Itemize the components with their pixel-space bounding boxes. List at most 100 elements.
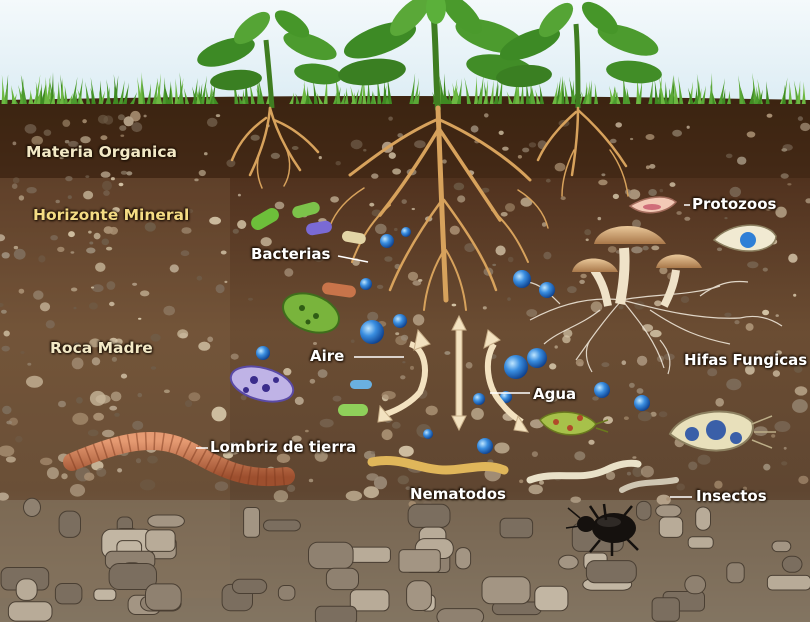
pebble bbox=[121, 374, 127, 379]
rock bbox=[456, 548, 471, 569]
rock bbox=[767, 575, 810, 590]
pebble bbox=[792, 399, 808, 413]
pebble bbox=[574, 451, 585, 460]
pebble bbox=[681, 296, 689, 303]
pebble bbox=[95, 263, 105, 272]
pebble bbox=[384, 256, 392, 262]
pebble bbox=[132, 421, 143, 430]
rock bbox=[24, 498, 41, 516]
pebble bbox=[194, 179, 198, 182]
pebble bbox=[659, 411, 668, 417]
pebble bbox=[84, 473, 94, 481]
pebble bbox=[185, 400, 192, 407]
pebble bbox=[413, 314, 424, 325]
pebble bbox=[2, 346, 10, 352]
water-drop bbox=[634, 395, 650, 411]
pebble bbox=[624, 416, 629, 420]
pebble bbox=[543, 252, 551, 260]
pebble bbox=[251, 135, 260, 141]
rock bbox=[482, 577, 530, 604]
pebble bbox=[450, 226, 460, 235]
pebble bbox=[426, 406, 438, 416]
pebble bbox=[412, 208, 415, 210]
pebble bbox=[88, 231, 92, 234]
pebble bbox=[392, 168, 401, 174]
pebble bbox=[561, 196, 566, 200]
pebble bbox=[181, 250, 190, 256]
pebble bbox=[89, 302, 98, 309]
rock bbox=[309, 542, 354, 568]
pebble bbox=[94, 233, 101, 240]
pebble bbox=[494, 443, 509, 454]
pebble bbox=[369, 203, 374, 207]
pebble bbox=[102, 239, 110, 246]
pebble bbox=[90, 391, 106, 406]
pebble bbox=[402, 361, 405, 363]
pebble bbox=[508, 257, 514, 263]
pebble bbox=[1, 310, 7, 314]
rock bbox=[656, 505, 681, 517]
pebble bbox=[579, 280, 585, 284]
pebble bbox=[181, 227, 191, 234]
pebble bbox=[73, 307, 76, 310]
pebble bbox=[13, 142, 17, 146]
pebble bbox=[305, 430, 309, 433]
pebble bbox=[567, 286, 577, 293]
pebble bbox=[592, 396, 599, 400]
pebble bbox=[140, 479, 155, 490]
pebble bbox=[672, 130, 682, 137]
pebble bbox=[292, 146, 299, 150]
pebble bbox=[140, 290, 149, 296]
pebble bbox=[591, 301, 603, 312]
pebble bbox=[50, 235, 58, 240]
pebble bbox=[666, 497, 670, 500]
pebble bbox=[555, 163, 566, 172]
pebble bbox=[197, 276, 203, 281]
pebble bbox=[496, 246, 506, 256]
pebble bbox=[507, 297, 511, 301]
pebble bbox=[366, 473, 378, 481]
pebble bbox=[410, 366, 414, 370]
pebble bbox=[3, 331, 9, 337]
pebble bbox=[40, 302, 50, 311]
pebble bbox=[25, 124, 37, 134]
pebble bbox=[793, 294, 796, 297]
water-drop bbox=[477, 438, 493, 454]
pebble bbox=[237, 220, 246, 229]
pebble bbox=[637, 356, 647, 366]
insectos-label: Insectos bbox=[696, 487, 767, 505]
pebble bbox=[103, 190, 110, 196]
pebble bbox=[136, 458, 141, 463]
pebble bbox=[112, 357, 117, 362]
pebble bbox=[189, 392, 201, 401]
pebble bbox=[781, 461, 787, 465]
pebble bbox=[737, 157, 746, 165]
water-drop bbox=[539, 282, 555, 298]
pebble bbox=[86, 248, 95, 254]
pebble bbox=[452, 304, 457, 307]
pebble bbox=[147, 456, 158, 464]
pebble bbox=[330, 196, 339, 202]
rock bbox=[696, 507, 711, 530]
pebble bbox=[89, 242, 93, 245]
pebble bbox=[144, 115, 147, 118]
pebble bbox=[310, 379, 316, 384]
rock bbox=[659, 517, 682, 537]
rock bbox=[637, 501, 652, 520]
water-drop bbox=[527, 348, 547, 368]
pebble bbox=[14, 246, 18, 249]
rock bbox=[94, 589, 116, 600]
pebble bbox=[684, 217, 690, 221]
pebble bbox=[784, 447, 787, 450]
pebble bbox=[588, 440, 594, 445]
water-drop bbox=[360, 278, 372, 290]
pebble bbox=[798, 116, 803, 121]
pebble bbox=[688, 462, 697, 471]
pebble bbox=[209, 217, 221, 225]
pebble bbox=[46, 320, 55, 328]
pebble bbox=[163, 306, 175, 316]
pebble bbox=[773, 370, 780, 377]
rock bbox=[59, 511, 80, 537]
pebble bbox=[98, 115, 108, 124]
pebble bbox=[6, 456, 16, 462]
